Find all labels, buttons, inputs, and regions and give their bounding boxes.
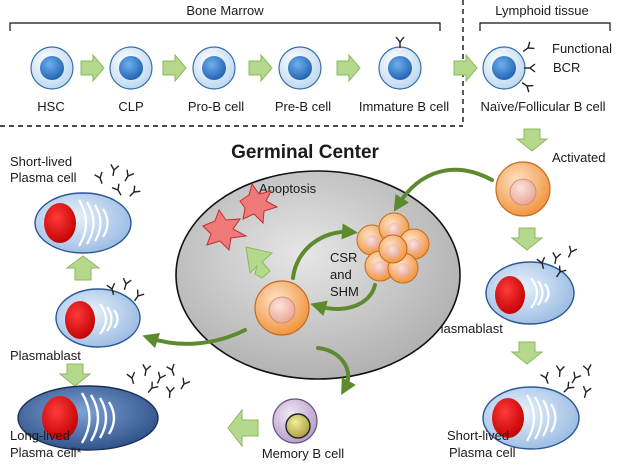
clp-label: CLP <box>118 99 143 114</box>
curve-centrocyte-to-plasmablast <box>142 328 247 349</box>
short-lived-top-label-line1: Short-lived <box>10 154 72 169</box>
curve-centrocyte-to-cluster-cycle <box>291 223 358 280</box>
memory-b-cell <box>272 398 318 444</box>
long-lived-plasma-cell <box>17 363 191 451</box>
lymphoid-tissue-region: Lymphoid tissue <box>479 3 611 31</box>
curve-activated-to-cluster <box>393 167 494 212</box>
germinal-center-title: Germinal Center <box>231 142 379 163</box>
arrow-plasmablast-to-shortlived-top <box>65 255 101 281</box>
curve-arrows <box>142 167 494 395</box>
arrow-plasmablast-to-longlived <box>58 363 92 387</box>
long-lived-label-line1: Long-lived <box>10 428 70 443</box>
apoptosis-label: Apoptosis <box>259 181 317 196</box>
csr-label-line1: CSR <box>330 250 357 265</box>
short-lived-plasma-cell-top <box>34 163 142 254</box>
arrow-clp-prob <box>162 54 187 82</box>
arrow-preb-immature <box>336 54 361 82</box>
plasmablast-left-label: Plasmablast <box>10 348 81 363</box>
arrow-prob-preb <box>248 54 273 82</box>
plasmablast-right <box>485 245 578 325</box>
curve-gc-to-memory <box>316 346 356 395</box>
lymphoid-tissue-label: Lymphoid tissue <box>495 3 588 18</box>
csr-label-line3: SHM <box>330 284 359 299</box>
long-lived-label-line2: Plasma cell* <box>10 445 82 460</box>
pre-b-cell <box>278 46 322 90</box>
immature-b-label: Immature B cell <box>359 99 449 114</box>
pro-b-label: Pro-B cell <box>188 99 244 114</box>
plasmablast-right-label: Plasmablast <box>432 321 503 336</box>
curve-cluster-to-centrocyte <box>310 283 377 316</box>
bone-marrow-label: Bone Marrow <box>186 3 264 18</box>
activated-cell <box>495 161 551 217</box>
hsc-cell <box>30 46 74 90</box>
arrow-hsc-clp <box>80 54 105 82</box>
pre-b-label: Pre-B cell <box>275 99 331 114</box>
functional-bcr-label-line2: BCR <box>553 60 580 75</box>
hsc-label: HSC <box>37 99 64 114</box>
functional-bcr-label-line1: Functional <box>552 41 612 56</box>
plasmablast-left <box>55 277 145 348</box>
naive-b-cell <box>482 41 536 93</box>
short-lived-bottom-label-line1: Short-lived <box>447 428 509 443</box>
arrow-immature-naive <box>453 54 478 82</box>
arrow-to-apoptosis <box>245 246 274 279</box>
memory-b-label: Memory B cell <box>262 446 344 461</box>
arrow-plasmablast-shortlived-right <box>511 341 543 365</box>
naive-b-label: Naïve/Follicular B cell <box>481 99 606 114</box>
csr-label-line2: and <box>330 267 352 282</box>
clp-cell <box>109 46 153 90</box>
arrow-activated-plasmablast <box>511 227 543 251</box>
centrocyte-cell <box>254 280 310 336</box>
arrow-memory-to-longlived <box>227 408 259 448</box>
short-lived-bottom-label-line2: Plasma cell <box>449 445 516 460</box>
short-lived-plasma-cell-bottom <box>482 363 594 450</box>
apoptotic-cell-1 <box>239 182 279 225</box>
pro-b-cell <box>192 46 236 90</box>
arrow-naive-activated <box>516 128 548 152</box>
activated-label: Activated <box>552 150 605 165</box>
immature-b-cell <box>378 36 422 90</box>
proliferating-cell-cluster <box>356 212 430 284</box>
short-lived-top-label-line2: Plasma cell <box>10 170 77 185</box>
apoptotic-cell-2 <box>202 208 248 252</box>
